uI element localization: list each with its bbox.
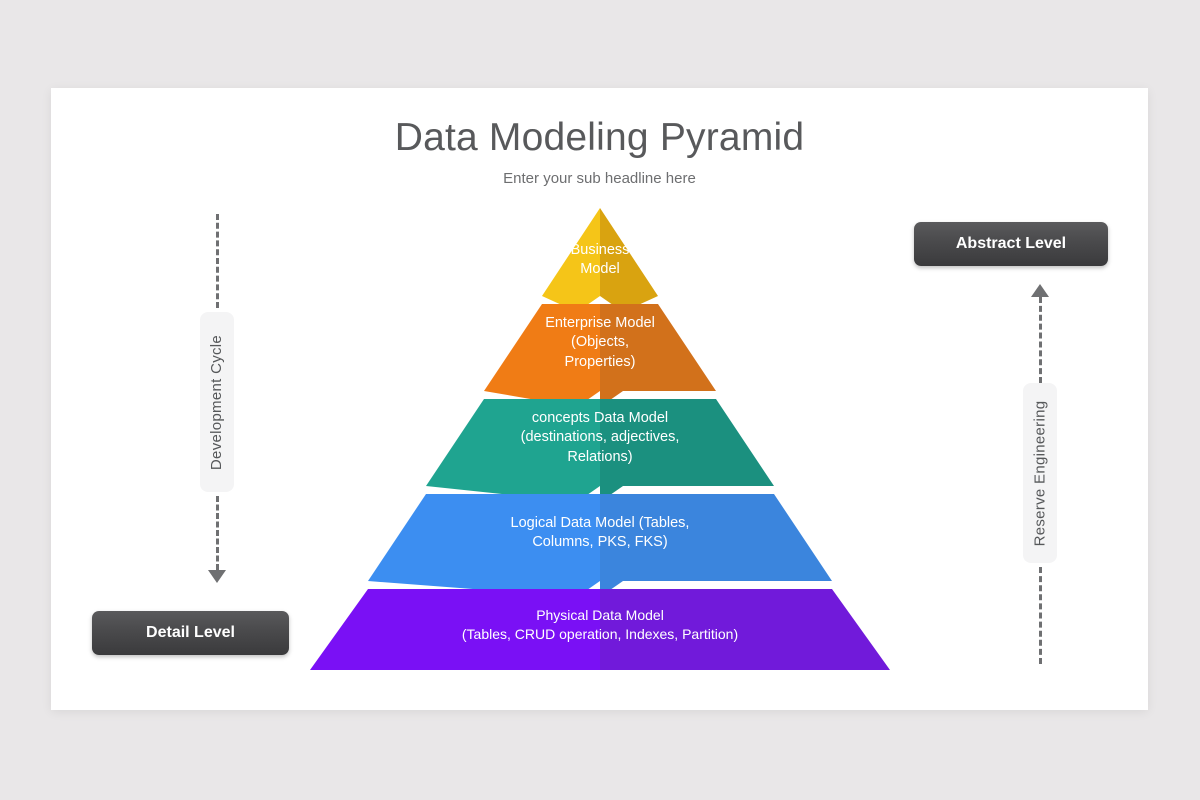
pyramid-tier-4-right-face — [600, 494, 832, 597]
pyramid-tier-1-left-face — [542, 208, 600, 312]
pyramid-tier-3[interactable] — [426, 399, 774, 502]
left-axis-line-lower — [216, 496, 219, 570]
pyramid-tier-2[interactable] — [484, 304, 716, 407]
right-axis-chip: Reserve Engineering — [1023, 383, 1057, 563]
pyramid-tier-4-left-face — [368, 494, 600, 597]
pyramid-tier-5-right-face — [600, 589, 890, 670]
detail-level-button[interactable]: Detail Level — [92, 611, 289, 655]
pyramid-diagram: Business Model Enterprise Model (Objects… — [247, 208, 953, 670]
left-axis-chip: Development Cycle — [200, 312, 234, 492]
left-axis-label: Development Cycle — [208, 334, 226, 470]
left-axis-arrowhead-icon — [208, 570, 226, 583]
left-axis-line-upper — [216, 214, 219, 308]
reserve-engineering-axis: Reserve Engineering — [1010, 88, 1070, 710]
pyramid-tier-2-left-face — [484, 304, 600, 407]
right-axis-label: Reserve Engineering — [1031, 400, 1049, 546]
page-title: Data Modeling Pyramid — [394, 116, 805, 159]
pyramid-tier-1[interactable] — [542, 208, 658, 312]
slide-card: Data Modeling Pyramid Enter your sub hea… — [51, 88, 1148, 710]
development-cycle-axis: Development Cycle — [187, 88, 247, 710]
right-axis-line-lower — [1039, 567, 1042, 664]
pyramid-tier-5[interactable] — [310, 589, 890, 670]
pyramid-tier-1-right-face — [600, 208, 658, 312]
pyramid-tier-4[interactable] — [368, 494, 832, 597]
pyramid-tier-3-right-face — [600, 399, 774, 502]
pyramid-tier-5-left-face — [310, 589, 600, 670]
pyramid-svg — [310, 208, 890, 670]
pyramid-tier-3-left-face — [426, 399, 600, 502]
right-axis-line-upper — [1039, 297, 1042, 383]
page-subtitle: Enter your sub headline here — [503, 170, 696, 187]
right-axis-arrowhead-icon — [1031, 284, 1049, 297]
abstract-level-button[interactable]: Abstract Level — [914, 222, 1108, 266]
pyramid-tier-2-right-face — [600, 304, 716, 407]
